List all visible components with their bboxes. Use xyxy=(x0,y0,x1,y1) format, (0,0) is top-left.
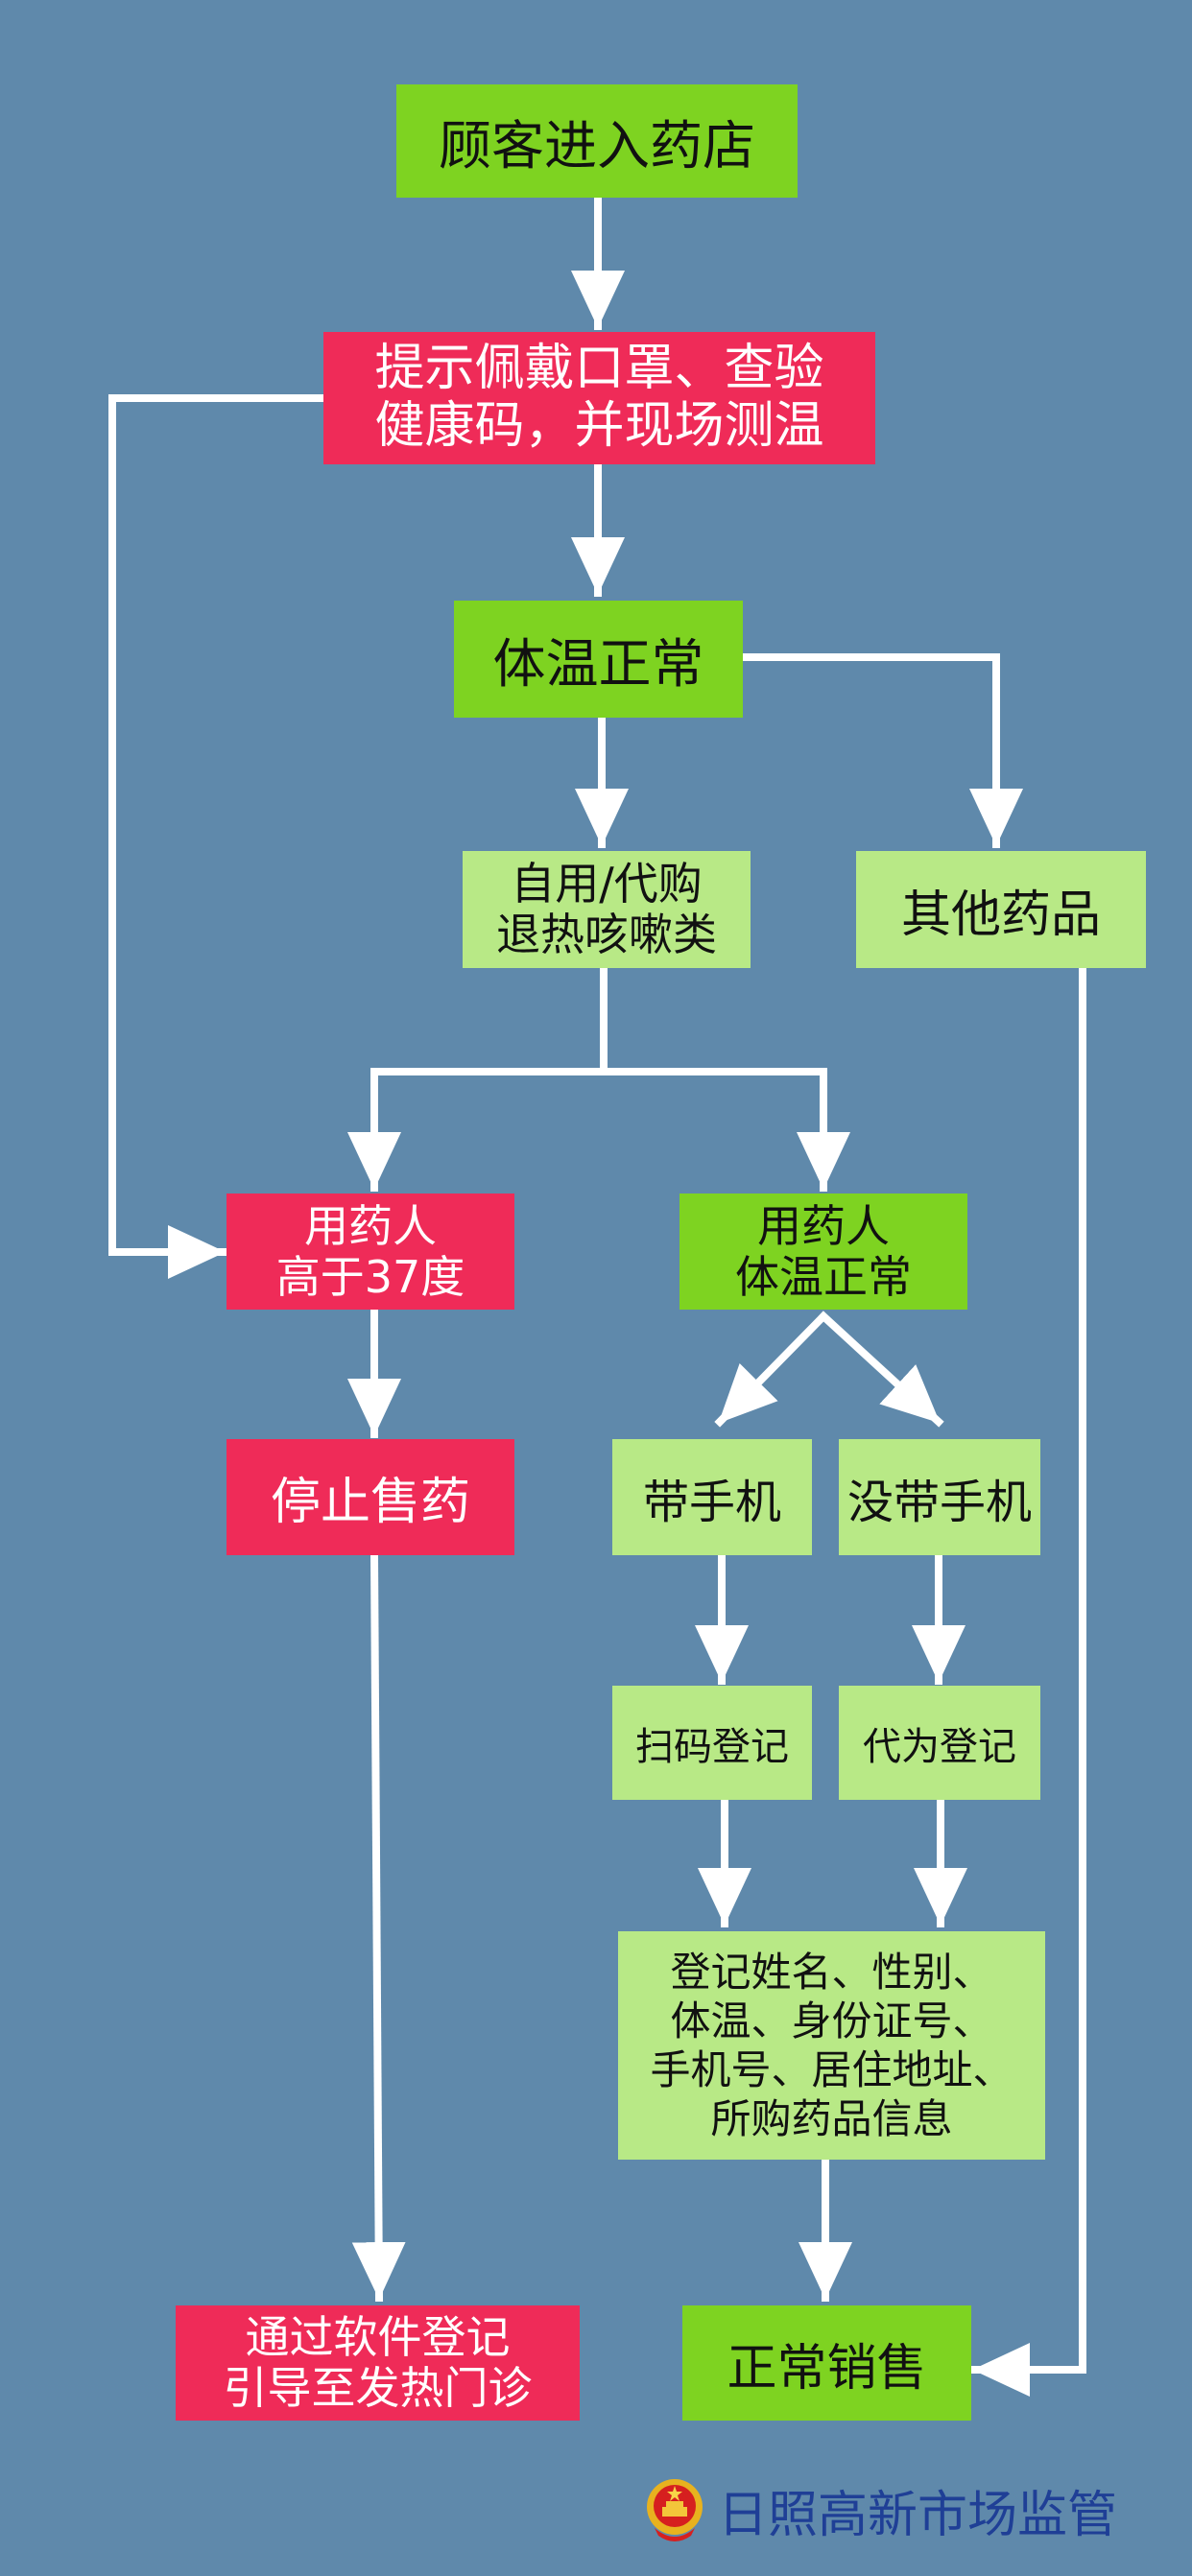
arrow-split-to-over37 xyxy=(347,1068,608,1192)
arrow-temp-to-other xyxy=(739,653,1023,848)
arrow-check-to-fever xyxy=(108,394,327,1279)
node-user-temp-normal: 用药人 体温正常 xyxy=(679,1193,967,1310)
arrow-split-to-normal xyxy=(600,1068,850,1192)
node-stop-selling: 停止售药 xyxy=(226,1439,514,1555)
footer-org-name: 日照高新市场监管 xyxy=(718,2486,1118,2544)
node-proxy-register: 代为登记 xyxy=(839,1686,1040,1800)
node-software-register: 通过软件登记 引导至发热门诊 xyxy=(176,2305,580,2421)
node-temp-normal: 体温正常 xyxy=(454,601,743,718)
node-other-medicine: 其他药品 xyxy=(856,851,1146,968)
footer-org: 日照高新市场监管 xyxy=(645,2471,1163,2548)
arrow-normal-to-with-phone xyxy=(714,1311,829,1428)
node-with-phone: 带手机 xyxy=(612,1439,812,1555)
node-prompt-check: 提示佩戴口罩、查验 健康码，并现场测温 xyxy=(323,332,875,464)
arrow-normal-to-without-phone xyxy=(818,1311,944,1428)
node-enter-store: 顾客进入药店 xyxy=(396,84,798,198)
arrow-stop-to-software xyxy=(351,1550,406,2303)
node-fever-medicine: 自用/代购 退热咳嗽类 xyxy=(463,851,751,968)
node-scan-register: 扫码登记 xyxy=(612,1686,812,1800)
node-register-info: 登记姓名、性别、 体温、身份证号、 手机号、居住地址、 所购药品信息 xyxy=(618,1931,1045,2160)
node-without-phone: 没带手机 xyxy=(839,1439,1040,1555)
arrow-other-to-sale xyxy=(970,965,1086,2397)
node-user-over-37: 用药人 高于37度 xyxy=(226,1193,514,1310)
national-emblem-icon xyxy=(647,2479,703,2541)
node-normal-sale: 正常销售 xyxy=(682,2305,971,2421)
